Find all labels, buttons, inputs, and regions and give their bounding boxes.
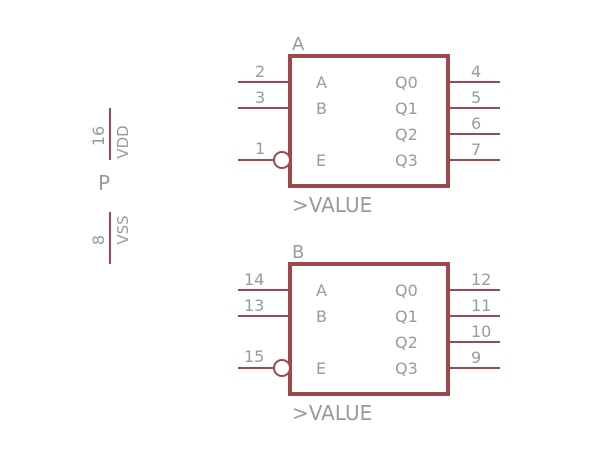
vdd-pin-number: 16: [89, 126, 108, 146]
output-pin-label: Q3: [395, 151, 418, 170]
output-pin-label: Q0: [395, 281, 418, 300]
output-pin-number: 9: [471, 348, 481, 367]
power-part-name: P: [98, 171, 110, 195]
input-pin-number: 1: [255, 139, 265, 158]
gate-b: B 14 A 13 B 15 E 12 Q0 11 Q1 10 Q2 9 Q3 …: [238, 242, 500, 425]
output-pin-number: 4: [471, 62, 481, 81]
inversion-bubble: [273, 359, 291, 377]
input-pin-label: B: [316, 307, 327, 326]
value-placeholder: >VALUE: [292, 193, 372, 217]
input-pin-label: A: [316, 281, 327, 300]
input-pin-number: 15: [244, 347, 264, 366]
power-pins: 16 VDD P 8 VSS: [89, 108, 132, 264]
input-pin-label: E: [316, 359, 326, 378]
value-placeholder: >VALUE: [292, 401, 372, 425]
output-pin-number: 7: [471, 140, 481, 159]
output-pin-number: 5: [471, 88, 481, 107]
gate-body: [288, 262, 450, 396]
vss-pin-number: 8: [89, 235, 108, 245]
input-pin-number: 2: [255, 62, 265, 81]
output-pin-label: Q0: [395, 73, 418, 92]
vdd-label: VDD: [114, 125, 132, 158]
gate-body: [288, 54, 450, 188]
output-pin-number: 6: [471, 114, 481, 133]
vss-label: VSS: [114, 215, 132, 244]
input-pin-number: 13: [244, 296, 264, 315]
gate-a: A 2 A 3 B 1 E 4 Q0 5 Q1 6 Q2 7 Q3 >VALUE: [238, 34, 500, 217]
input-pin-number: 3: [255, 88, 265, 107]
input-pin-label: B: [316, 99, 327, 118]
output-pin-number: 10: [471, 322, 491, 341]
output-pin-label: Q2: [395, 333, 418, 352]
input-pin-number: 14: [244, 270, 264, 289]
output-pin-label: Q1: [395, 99, 418, 118]
gate-name: B: [292, 242, 304, 263]
output-pin-label: Q1: [395, 307, 418, 326]
output-pin-number: 11: [471, 296, 491, 315]
output-pin-number: 12: [471, 270, 491, 289]
output-pin-label: Q2: [395, 125, 418, 144]
input-pin-label: E: [316, 151, 326, 170]
output-pin-label: Q3: [395, 359, 418, 378]
gate-name: A: [292, 34, 305, 55]
inversion-bubble: [273, 151, 291, 169]
input-pin-label: A: [316, 73, 327, 92]
